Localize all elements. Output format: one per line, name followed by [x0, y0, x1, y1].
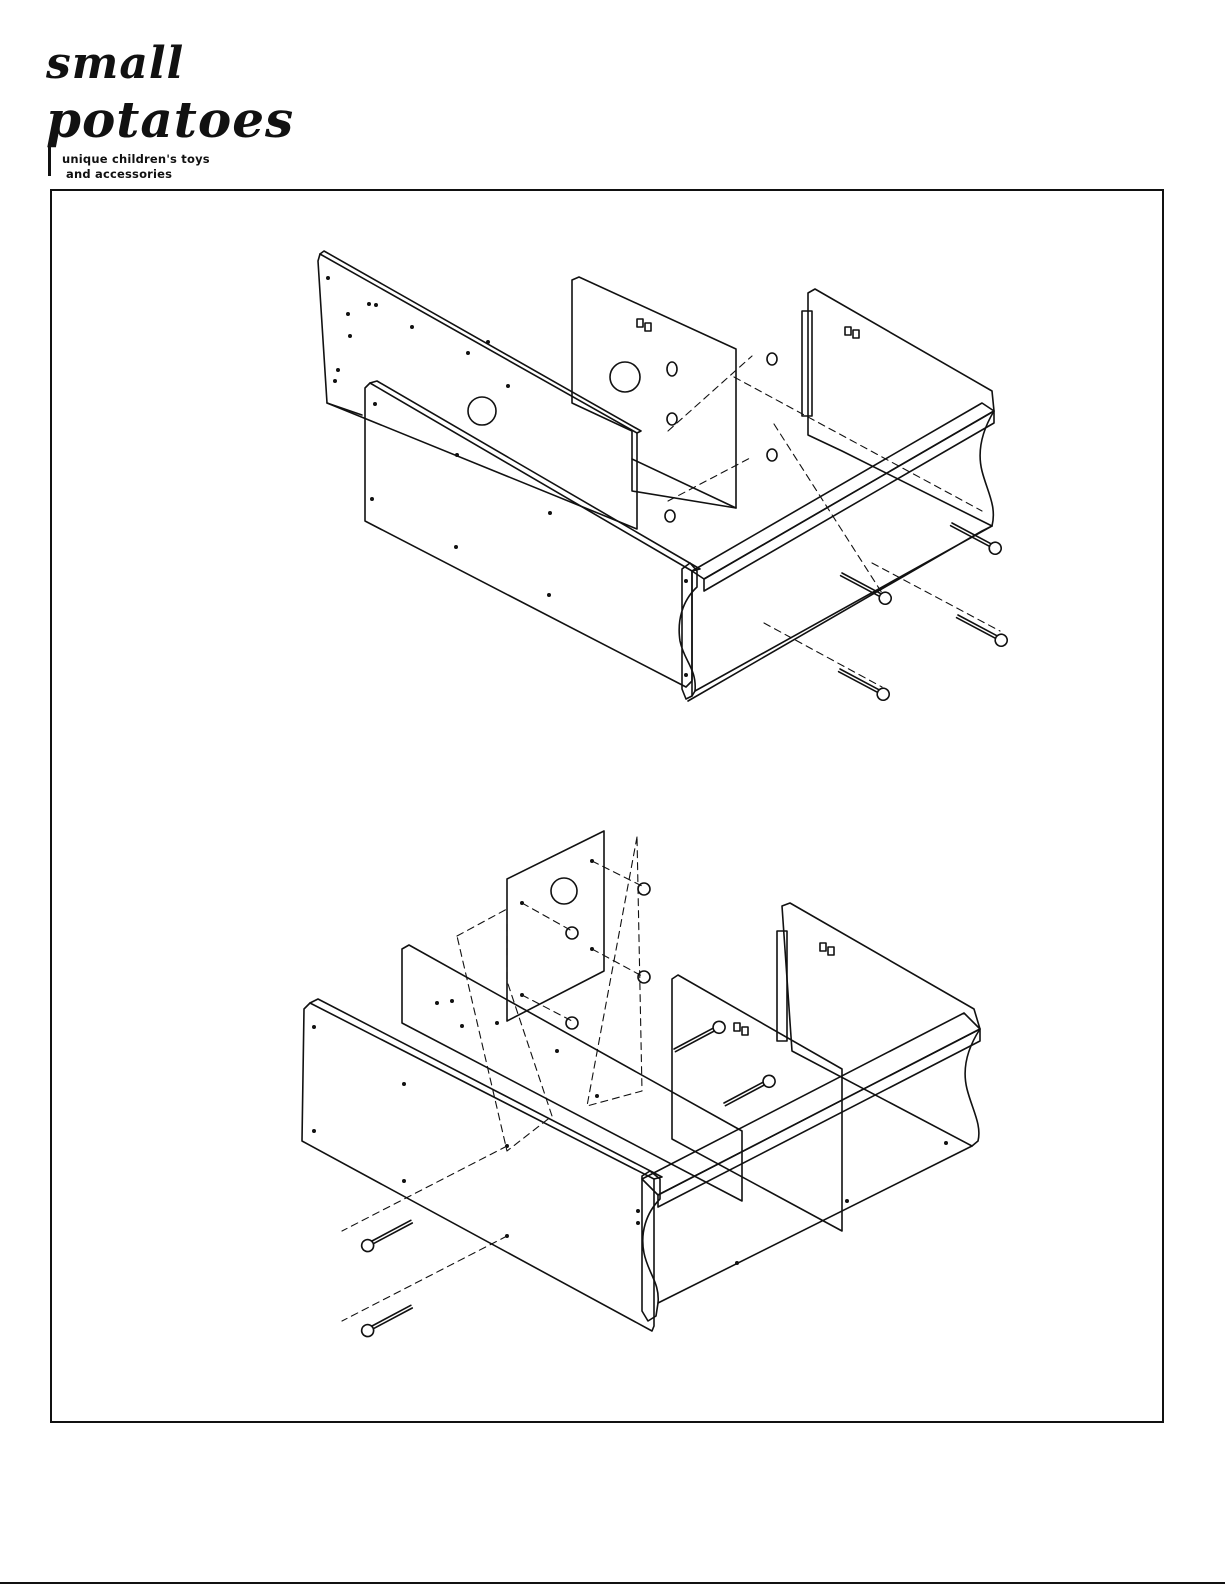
logo-tagline-2: and accessories [66, 167, 172, 181]
step-diagram-2 [302, 831, 980, 1339]
page-bottom-rule [0, 1582, 1225, 1584]
logo-word-potatoes: potatoes [46, 90, 294, 149]
center-partition [572, 277, 736, 508]
step-diagram-1 [318, 251, 1009, 702]
right-end-panel-2 [782, 903, 980, 1146]
right-end-panel [808, 289, 994, 526]
back-panel [318, 254, 637, 529]
back-panel-2 [402, 945, 742, 1201]
logo-tagline-1: unique children's toys [62, 152, 210, 166]
instruction-frame [50, 189, 1164, 1423]
screw-group-2 [360, 1019, 778, 1339]
left-end-panel [679, 563, 697, 699]
brand-logo: small potatoes unique children's toys an… [46, 38, 266, 188]
screw-group-1 [836, 519, 1009, 702]
logo-word-small: small [46, 38, 184, 89]
logo-rule [48, 146, 51, 176]
top-rail [692, 403, 994, 579]
bottom-board [688, 526, 992, 701]
rear-partition [672, 975, 842, 1231]
floating-partition [507, 831, 604, 1021]
assembly-diagrams [52, 191, 1162, 1421]
